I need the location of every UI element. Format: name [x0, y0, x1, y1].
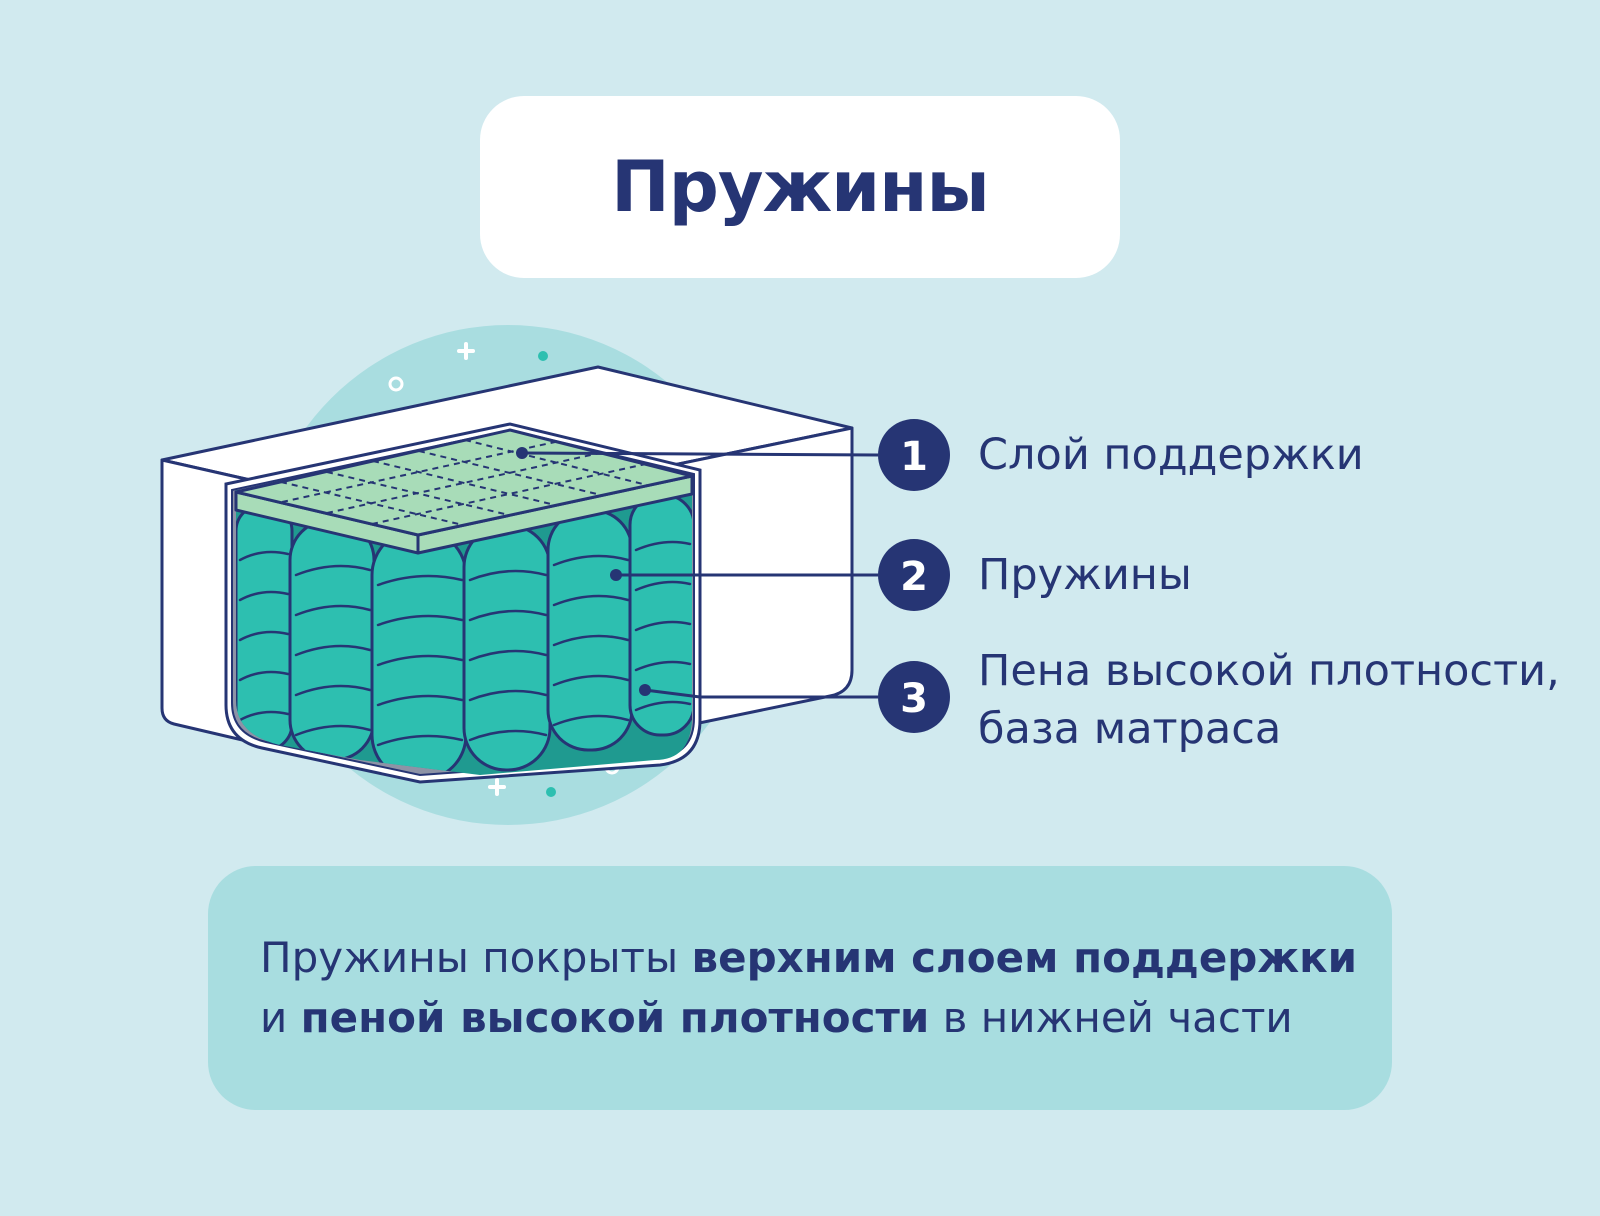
dot-icon	[546, 787, 556, 797]
title-card: Пружины	[480, 96, 1120, 278]
spring	[628, 493, 692, 737]
marker-dot-3	[639, 684, 651, 696]
legend-label-1: Слой поддержки	[978, 430, 1364, 480]
plus-icon	[488, 778, 506, 796]
note-box: Пружины покрыты верхним слоем поддержки …	[208, 866, 1392, 1110]
marker-dot-2	[610, 569, 622, 581]
badge-2: 2	[878, 539, 950, 611]
badge-2-number: 2	[900, 554, 928, 600]
note-part-1: Пружины покрыты	[260, 933, 692, 982]
page-title: Пружины	[611, 146, 990, 228]
ring-icon	[388, 376, 404, 392]
badge-3: 3	[878, 661, 950, 733]
spring	[288, 518, 376, 762]
legend-label-3-line1: Пена высокой плотности,	[978, 646, 1560, 696]
note-part-2: и	[260, 993, 301, 1042]
note-part-3: в нижней части	[929, 993, 1293, 1042]
legend-label-3-line2: база матраса	[978, 704, 1282, 754]
badge-1: 1	[878, 419, 950, 491]
spring	[546, 508, 634, 752]
note-bold-1: верхним слоем поддержки	[691, 933, 1358, 982]
support-grid	[280, 439, 648, 553]
marker-dot-1	[516, 447, 528, 459]
badge-1-number: 1	[900, 434, 928, 480]
legend-label-2: Пружины	[978, 550, 1192, 600]
plus-icon	[457, 342, 475, 360]
note-bold-2: пеной высокой плотности	[300, 993, 930, 1042]
note-text: Пружины покрыты верхним слоем поддержки …	[260, 928, 1380, 1048]
leader-lines	[521, 451, 879, 699]
dot-icon	[538, 351, 548, 361]
badge-3-number: 3	[900, 676, 928, 722]
